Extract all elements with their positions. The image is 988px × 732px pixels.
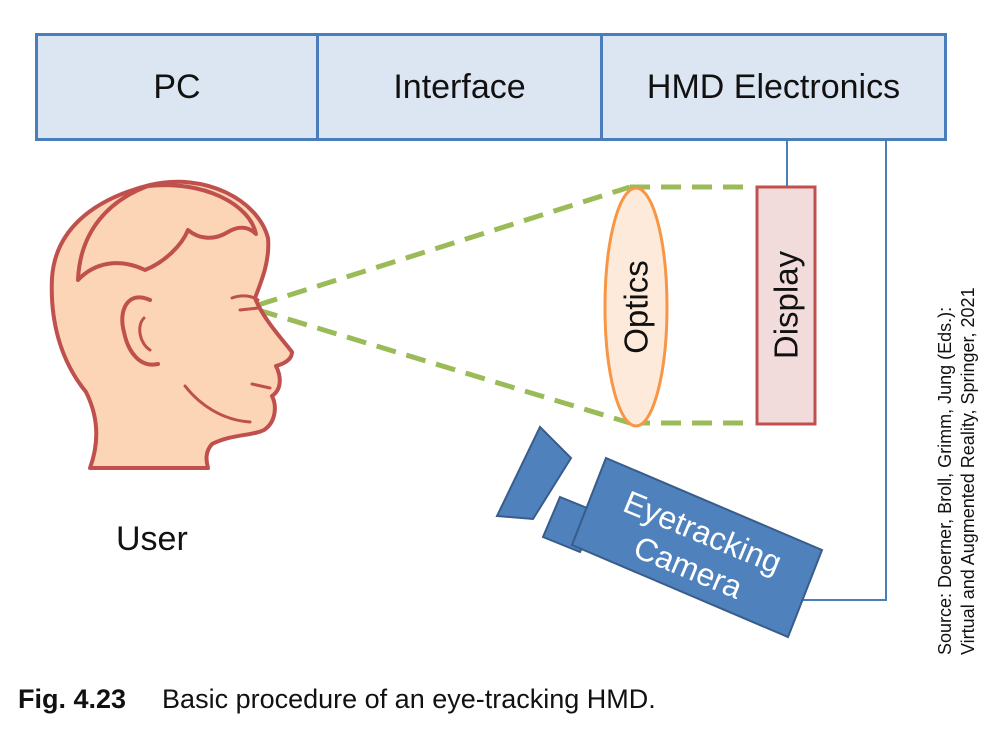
top-bar: PC Interface HMD Electronics [35, 33, 947, 141]
camera-connector [802, 141, 887, 601]
pc-box: PC [35, 33, 319, 141]
eye-icon [238, 306, 260, 312]
ear-icon [120, 295, 160, 367]
eyetracking-camera: Eyetracking Camera [495, 425, 824, 639]
figure-caption: Fig. 4.23 Basic procedure of an eye-track… [18, 684, 656, 715]
user-label: User [116, 520, 188, 558]
interface-box: Interface [319, 33, 603, 141]
interface-label: Interface [393, 67, 526, 106]
view-frustum [257, 184, 745, 426]
jaw-line-icon [183, 384, 252, 424]
camera-lens-hood [495, 425, 573, 521]
display-panel [755, 185, 817, 426]
eyebrow-icon [230, 294, 260, 302]
camera-body [570, 456, 824, 639]
hair-icon [76, 183, 258, 282]
source-line-1: Source: Doerner, Broll, Grimm, Jung (Eds… [935, 306, 955, 655]
ear-detail-icon [138, 316, 152, 352]
figure-caption-text: Basic procedure of an eye-tracking HMD. [162, 684, 656, 714]
optics-lens [603, 186, 669, 428]
user-head-icon [49, 179, 294, 470]
source-note: Source: Doerner, Broll, Grimm, Jung (Eds… [934, 287, 980, 655]
optics-label: Optics [618, 260, 655, 354]
mouth-icon [250, 382, 272, 390]
display-label: Display [768, 250, 805, 359]
figure-number: Fig. 4.23 [18, 684, 127, 714]
pc-label: PC [153, 67, 201, 106]
hmd-electronics-box: HMD Electronics [603, 33, 947, 141]
hmd-electronics-label: HMD Electronics [646, 67, 901, 106]
source-line-2: Virtual and Augmented Reality, Springer,… [958, 287, 978, 655]
